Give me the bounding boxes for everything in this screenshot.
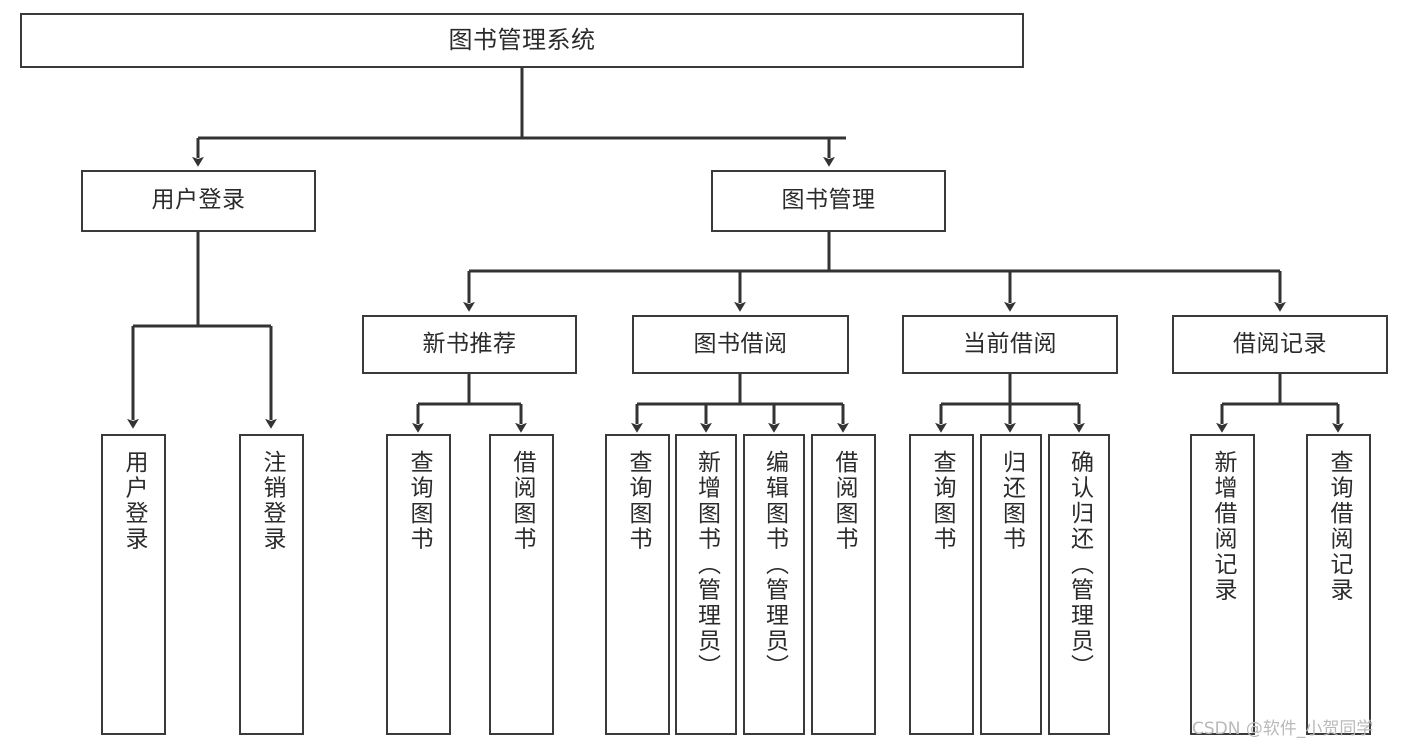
watermark-text: CSDN @软件_小贺同学	[1192, 719, 1374, 739]
node-book-borrow[interactable]: 图书借阅	[632, 315, 849, 374]
node-label: 新增借阅记录	[1210, 450, 1236, 603]
node-label: 查询图书	[625, 450, 651, 552]
node-label: 查询图书	[406, 450, 432, 552]
leaf-current-borrow-return[interactable]: 归还图书	[980, 434, 1042, 735]
node-label: 查询借阅记录	[1326, 450, 1352, 603]
leaf-current-borrow-confirm[interactable]: 确认归还（管理员）	[1048, 434, 1110, 735]
node-label: 借阅图书	[509, 450, 535, 552]
node-label: 编辑图书（管理员）	[761, 450, 788, 680]
node-root-system[interactable]: 图书管理系统	[20, 13, 1024, 68]
node-label: 确认归还（管理员）	[1066, 450, 1093, 680]
node-label: 新书推荐	[422, 330, 517, 357]
node-label: 借阅图书	[831, 450, 857, 552]
leaf-current-borrow-query[interactable]: 查询图书	[909, 434, 974, 735]
node-book-management[interactable]: 图书管理	[711, 170, 946, 232]
node-borrow-record[interactable]: 借阅记录	[1172, 315, 1388, 374]
node-label: 图书管理	[781, 187, 876, 214]
node-label: 查询图书	[929, 450, 955, 552]
leaf-new-book-query[interactable]: 查询图书	[386, 434, 451, 735]
node-label: 当前借阅	[963, 330, 1057, 357]
leaf-book-borrow-borrow[interactable]: 借阅图书	[811, 434, 876, 735]
node-current-borrow[interactable]: 当前借阅	[902, 315, 1118, 374]
leaf-new-book-borrow[interactable]: 借阅图书	[489, 434, 554, 735]
node-new-book-recommend[interactable]: 新书推荐	[362, 315, 577, 374]
node-label: 图书借阅	[693, 330, 788, 357]
node-label: 借阅记录	[1233, 330, 1327, 357]
leaf-book-borrow-add[interactable]: 新增图书（管理员）	[675, 434, 737, 735]
node-label: 注销登录	[259, 450, 285, 552]
node-label: 用户登录	[151, 187, 246, 214]
node-label: 图书管理系统	[448, 26, 596, 55]
leaf-user-login-logout[interactable]: 注销登录	[239, 434, 304, 735]
leaf-borrow-record-add[interactable]: 新增借阅记录	[1190, 434, 1255, 735]
leaf-user-login-login[interactable]: 用户登录	[101, 434, 166, 735]
node-user-login[interactable]: 用户登录	[81, 170, 316, 232]
leaf-book-borrow-edit[interactable]: 编辑图书（管理员）	[743, 434, 805, 735]
leaf-borrow-record-query[interactable]: 查询借阅记录	[1306, 434, 1371, 735]
leaf-book-borrow-query[interactable]: 查询图书	[605, 434, 670, 735]
node-label: 用户登录	[121, 450, 147, 552]
node-label: 新增图书（管理员）	[693, 450, 720, 680]
node-label: 归还图书	[998, 450, 1025, 552]
